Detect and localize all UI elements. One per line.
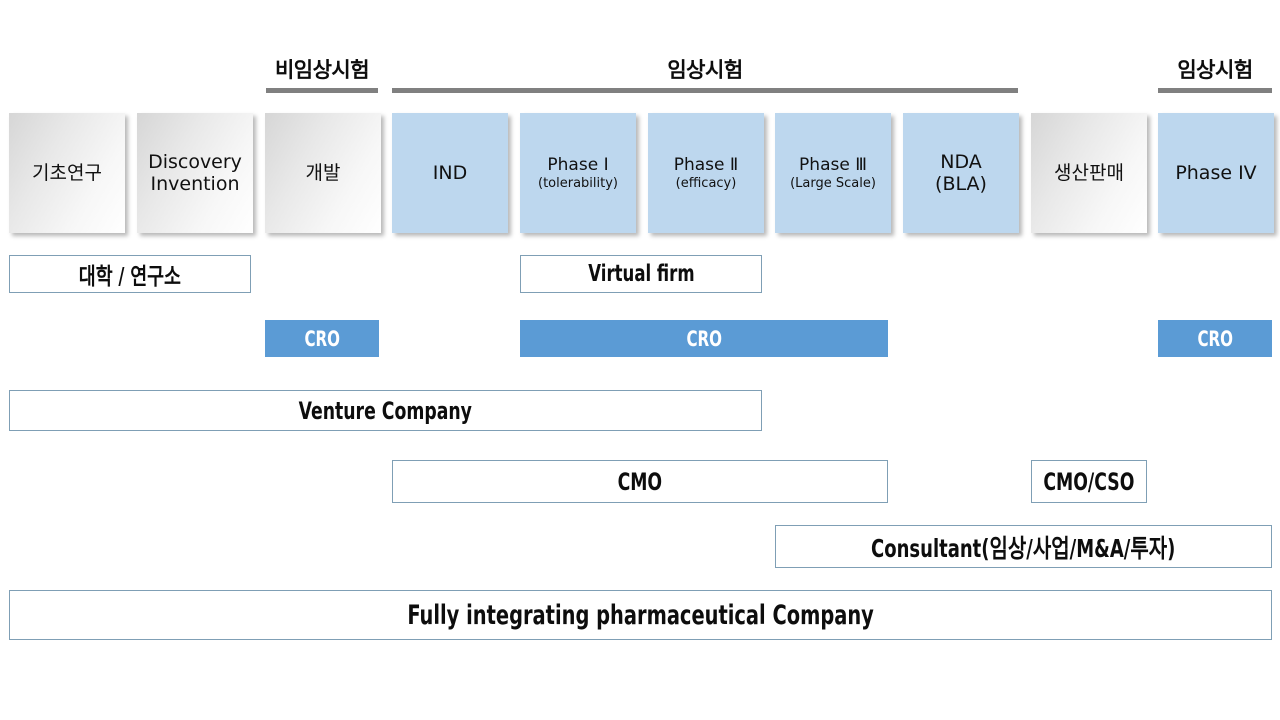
stage-box-discovery-invention[interactable]: Discovery Invention [137,113,253,233]
phase-rule-nonclinical [266,88,378,93]
stage-box-development[interactable]: 개발 [265,113,381,233]
player-bar-label: CRO [304,326,340,351]
stage-box-title: Phase Ⅰ [547,154,609,175]
stage-box-subtitle: (Large Scale) [790,175,876,191]
player-bar-cro-phase4[interactable]: CRO [1158,320,1272,357]
player-bar-label: Virtual firm [587,261,695,287]
player-bar-fully-integrating-pharma[interactable]: Fully integrating pharmaceutical Company [9,590,1272,640]
player-bar-label: Consultant(임상/사업/M&A/투자) [871,533,1176,563]
stage-box-title: Phase IV [1175,161,1257,184]
stage-box-phase-1[interactable]: Phase Ⅰ (tolerability) [520,113,636,233]
player-bar-label: CRO [686,326,722,351]
player-bar-label: Fully integrating pharmaceutical Company [407,599,874,631]
player-bar-cmo-cso[interactable]: CMO/CSO [1031,460,1147,503]
phase-rule-clinical [392,88,1018,93]
stage-box-title: NDA (BLA) [935,150,987,195]
stage-box-subtitle: (tolerability) [538,175,618,191]
stage-box-nda-bla[interactable]: NDA (BLA) [903,113,1019,233]
player-bar-label: 대학 / 연구소 [78,264,182,290]
player-bar-consultant[interactable]: Consultant(임상/사업/M&A/투자) [775,525,1272,568]
phase-header-clinical: 임상시험 [667,58,743,82]
player-bar-university-institute[interactable]: 대학 / 연구소 [9,255,251,293]
stage-box-title: Discovery Invention [148,150,242,195]
stage-box-ind[interactable]: IND [392,113,508,233]
player-bar-label: CRO [1197,326,1233,351]
stage-box-title: 개발 [305,161,341,184]
stage-box-subtitle: (efficacy) [675,175,737,191]
player-bar-label: CMO/CSO [1043,467,1135,496]
stage-box-basic-research[interactable]: 기초연구 [9,113,125,233]
player-bar-cro-nonclinical[interactable]: CRO [265,320,379,357]
stage-box-title: Phase Ⅱ [673,154,739,175]
stage-box-title: 생산판매 [1054,161,1124,184]
player-bar-label: CMO [617,467,663,496]
player-bar-virtual-firm[interactable]: Virtual firm [520,255,762,293]
stage-box-phase-4[interactable]: Phase IV [1158,113,1274,233]
stage-box-production-sales[interactable]: 생산판매 [1031,113,1147,233]
phase-rule-clinical-iv [1158,88,1272,93]
stage-box-title: Phase Ⅲ [799,154,867,175]
player-bar-label: Venture Company [298,396,473,425]
player-bar-cmo[interactable]: CMO [392,460,888,503]
stage-box-title: IND [432,161,468,184]
stage-box-phase-3[interactable]: Phase Ⅲ (Large Scale) [775,113,891,233]
player-bar-cro-clinical[interactable]: CRO [520,320,888,357]
stage-box-phase-2[interactable]: Phase Ⅱ (efficacy) [648,113,764,233]
stage-box-title: 기초연구 [32,161,102,184]
phase-header-clinical-iv: 임상시험 [1177,58,1253,82]
phase-header-nonclinical: 비임상시험 [274,58,370,82]
player-bar-venture-company[interactable]: Venture Company [9,390,762,431]
